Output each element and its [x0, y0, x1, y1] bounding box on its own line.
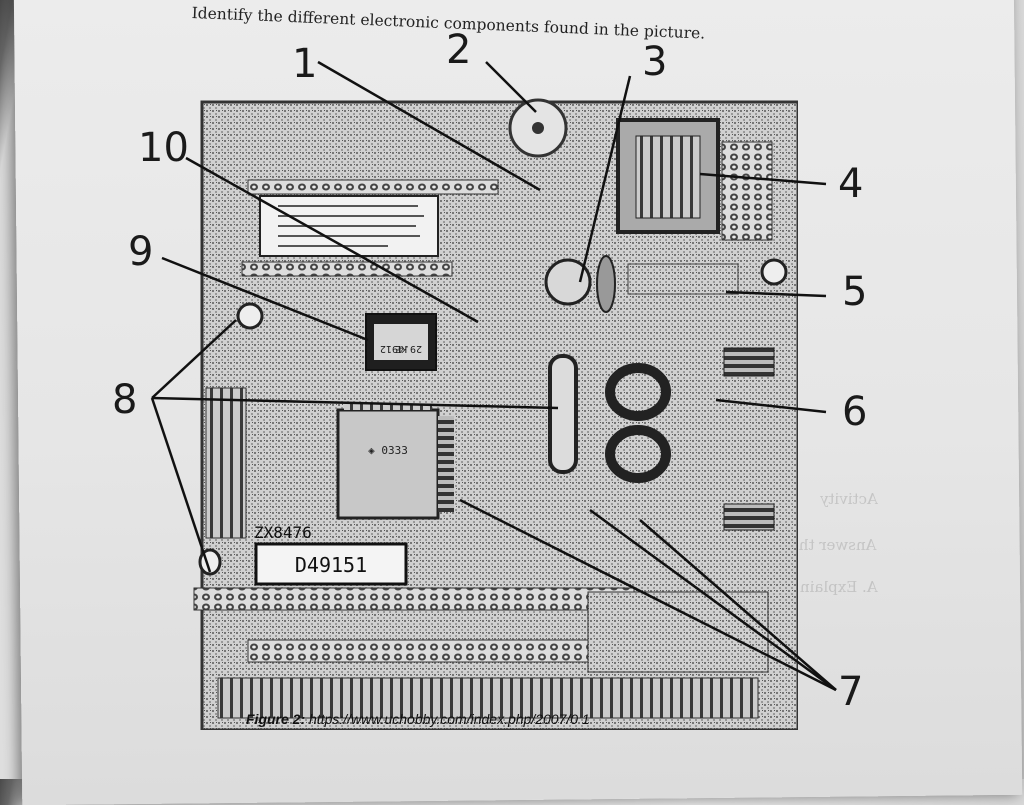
inductor-component — [605, 425, 671, 483]
edge-connector — [217, 677, 759, 719]
resistor-array — [627, 263, 739, 295]
figure-source-url: https://www.uchobby.com/index.php/2007/0… — [309, 711, 590, 727]
figure-label: Figure 2: — [246, 711, 306, 727]
heatsink-fins — [723, 347, 775, 377]
callout-number-3: 3 — [642, 39, 668, 85]
heatsink-fins — [723, 503, 775, 531]
callout-number-1: 1 — [292, 41, 318, 87]
pin-header-middle — [241, 261, 453, 277]
callout-number-5: 5 — [842, 269, 868, 315]
svg-text:KE: KE — [395, 343, 407, 354]
chip-marking-text: D49151 — [295, 553, 367, 577]
left-edge-traces — [205, 387, 247, 539]
inductor-component — [605, 363, 671, 421]
pin-header-top — [247, 179, 499, 195]
callout-number-6: 6 — [842, 389, 868, 435]
board-marking-text: ZX8476 — [254, 523, 312, 542]
svg-text:◈ 0333: ◈ 0333 — [368, 444, 408, 457]
callout-number-7: 7 — [838, 669, 864, 715]
microcontroller-chip — [336, 408, 440, 520]
leader-lines — [150, 60, 837, 692]
capacitor-component — [544, 258, 592, 306]
callout-number-2: 2 — [446, 27, 472, 73]
callout-number-10: 10 — [138, 125, 189, 171]
callout-number-8: 8 — [112, 377, 138, 423]
chip-label-box — [254, 542, 408, 586]
callout-number-4: 4 — [838, 161, 864, 207]
figure-caption: Figure 2: https://www.uchobby.com/index.… — [246, 711, 590, 727]
led-component — [760, 258, 788, 286]
electrolytic-capacitor — [548, 354, 578, 474]
callout-number-9: 9 — [128, 229, 154, 275]
svg-text:29.4912: 29.4912 — [380, 343, 422, 354]
circuit-board-photo: 29.4912 KE ◈ 0333 ZX8476 D49151 — [193, 98, 798, 730]
